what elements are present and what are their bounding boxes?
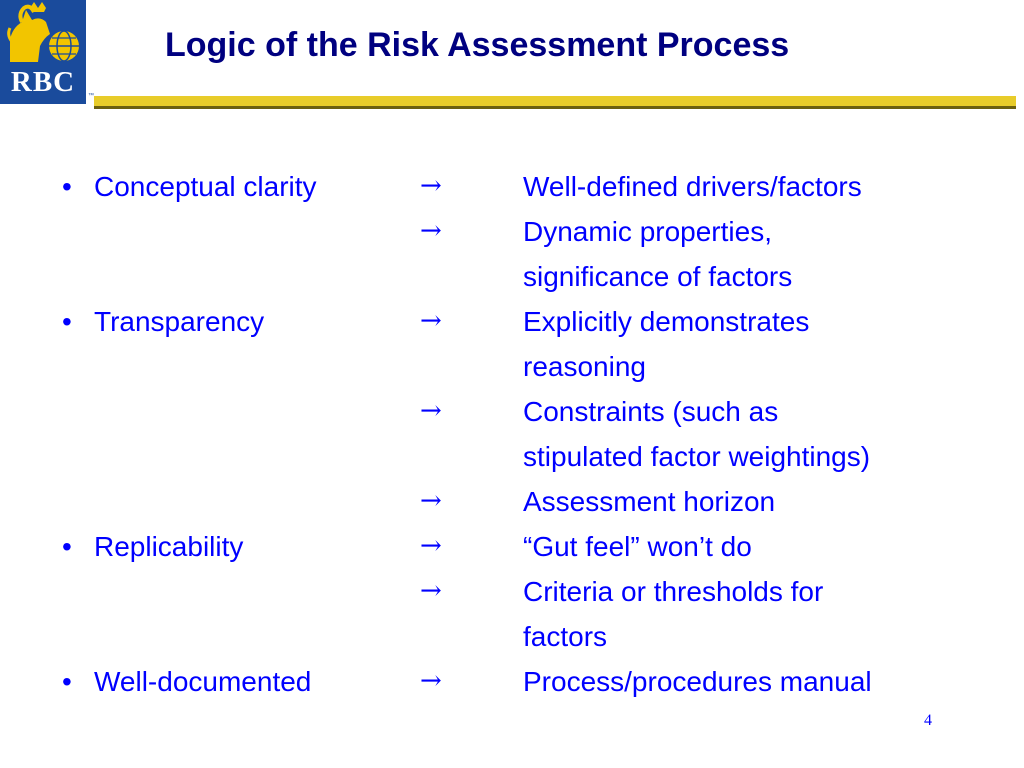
bullet: • [62, 531, 72, 562]
content-row: → Assessment horizon [0, 479, 1024, 524]
right-arrow-icon: → [420, 216, 442, 246]
content-row: stipulated factor weightings) [0, 434, 1024, 479]
content-row: • Replicability → “Gut feel” won’t do [0, 524, 1024, 569]
row-term: Transparency [94, 306, 265, 337]
title-divider [94, 96, 1016, 109]
page-number: 4 [924, 712, 932, 729]
right-arrow-icon: → [420, 171, 442, 201]
row-description: Explicitly demonstrates [523, 306, 810, 337]
right-arrow-icon: → [420, 486, 442, 516]
content-row: reasoning [0, 344, 1024, 389]
slide-title: Logic of the Risk Assessment Process [165, 26, 790, 64]
row-description: Criteria or thresholds for [523, 576, 824, 607]
rbc-logo: RBC [0, 0, 86, 104]
logo-text: RBC [10, 66, 76, 98]
right-arrow-icon: → [420, 531, 442, 561]
bullet: • [62, 306, 72, 337]
right-arrow-icon: → [420, 576, 442, 606]
row-description: Assessment horizon [523, 486, 776, 517]
right-arrow-icon: → [420, 306, 442, 336]
row-description: Well-defined drivers/factors [523, 171, 862, 202]
content-row: → Criteria or thresholds for [0, 569, 1024, 614]
row-description: stipulated factor weightings) [523, 441, 871, 472]
content-row: • Well-documented → Process/procedures m… [0, 659, 1024, 704]
content-row: → Constraints (such as [0, 389, 1024, 434]
content-row: • Conceptual clarity → Well-defined driv… [0, 164, 1024, 209]
content-row: → Dynamic properties, [0, 209, 1024, 254]
bullet: • [62, 171, 72, 202]
right-arrow-icon: → [420, 396, 442, 426]
lion-globe-icon [7, 2, 79, 62]
trademark-mark: ™ [88, 93, 94, 99]
row-description: Dynamic properties, [523, 216, 772, 247]
content-row: significance of factors [0, 254, 1024, 299]
row-term: Well-documented [94, 666, 312, 697]
content-row: factors [0, 614, 1024, 659]
row-term: Replicability [94, 531, 244, 562]
row-description: factors [523, 621, 608, 652]
bullet: • [62, 666, 72, 697]
row-description: “Gut feel” won’t do [523, 531, 752, 562]
row-description: Process/procedures manual [523, 666, 872, 697]
slide-content: • Conceptual clarity → Well-defined driv… [0, 164, 1024, 704]
right-arrow-icon: → [420, 666, 442, 696]
row-description: reasoning [523, 351, 646, 382]
row-term: Conceptual clarity [94, 171, 317, 202]
row-description: Constraints (such as [523, 396, 779, 427]
row-description: significance of factors [523, 261, 793, 292]
content-row: • Transparency → Explicitly demonstrates [0, 299, 1024, 344]
